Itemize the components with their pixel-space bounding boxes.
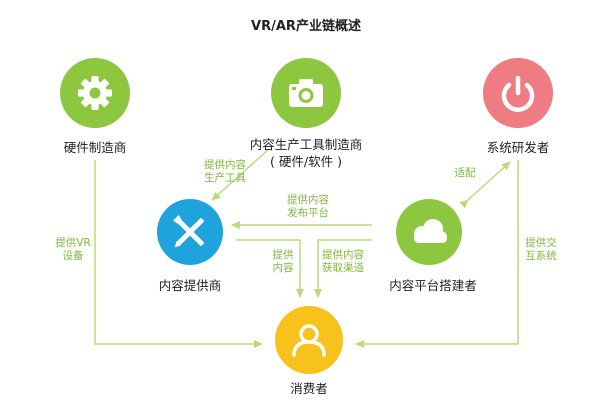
edge-system-consumer bbox=[355, 160, 519, 348]
edge-label-tools-content-2: 生产工具 bbox=[204, 171, 246, 184]
diagram-title: VR/AR产业链概述 bbox=[251, 18, 361, 34]
pencil-brush-icon bbox=[173, 215, 204, 248]
consumer-circle bbox=[275, 306, 343, 374]
edge-hardware-consumer bbox=[94, 160, 263, 348]
edge-label-content-consumer-1: 提供 bbox=[273, 248, 294, 261]
consumer-label: 消费者 bbox=[290, 381, 328, 396]
gear-icon bbox=[78, 76, 112, 110]
node-system: 系统研发者 bbox=[483, 58, 553, 155]
power-icon bbox=[501, 75, 535, 112]
user-icon bbox=[292, 324, 326, 357]
edge-platform-system bbox=[459, 161, 511, 209]
edge-labels: 提供内容 生产工具 提供内容 发布平台 适配 提供 内容 提供内容 获取渠道 提… bbox=[55, 158, 557, 274]
node-platform: 内容平台搭建者 bbox=[389, 199, 477, 293]
edge-label-hardware-consumer-2: 设备 bbox=[63, 249, 84, 262]
content-label: 内容提供商 bbox=[159, 278, 222, 293]
node-content: 内容提供商 bbox=[157, 199, 223, 293]
edge-label-platform-system: 适配 bbox=[455, 167, 476, 179]
edge-label-platform-consumer-2: 获取渠道 bbox=[322, 261, 364, 274]
camera-icon bbox=[289, 79, 323, 107]
edge-label-system-consumer-1: 提供交 bbox=[525, 236, 557, 249]
cloud-icon bbox=[414, 219, 447, 243]
edge-label-tools-content-1: 提供内容 bbox=[204, 158, 246, 171]
hardware-label: 硬件制造商 bbox=[64, 140, 127, 155]
edge-label-system-consumer-2: 互系统 bbox=[525, 249, 557, 262]
edge-tools-content bbox=[211, 149, 269, 201]
edge-label-hardware-consumer-1: 提供VR bbox=[55, 236, 90, 249]
edge-label-platform-content-1: 提供内容 bbox=[287, 193, 329, 206]
node-tools: 内容生产工具制造商 ( 硬件/软件 ) bbox=[250, 58, 363, 169]
connectors bbox=[94, 149, 519, 348]
node-hardware: 硬件制造商 bbox=[60, 58, 130, 155]
node-consumer: 消费者 bbox=[275, 306, 343, 396]
tools-label-line1: 内容生产工具制造商 bbox=[250, 137, 363, 152]
edge-label-platform-content-2: 发布平台 bbox=[287, 206, 329, 219]
edge-platform-consumer bbox=[314, 239, 372, 298]
platform-label: 内容平台搭建者 bbox=[389, 278, 477, 293]
tools-label-line2: ( 硬件/软件 ) bbox=[270, 154, 342, 169]
edge-label-content-consumer-2: 内容 bbox=[273, 261, 294, 274]
edge-label-platform-consumer-1: 提供内容 bbox=[322, 248, 364, 261]
system-label: 系统研发者 bbox=[487, 140, 550, 155]
